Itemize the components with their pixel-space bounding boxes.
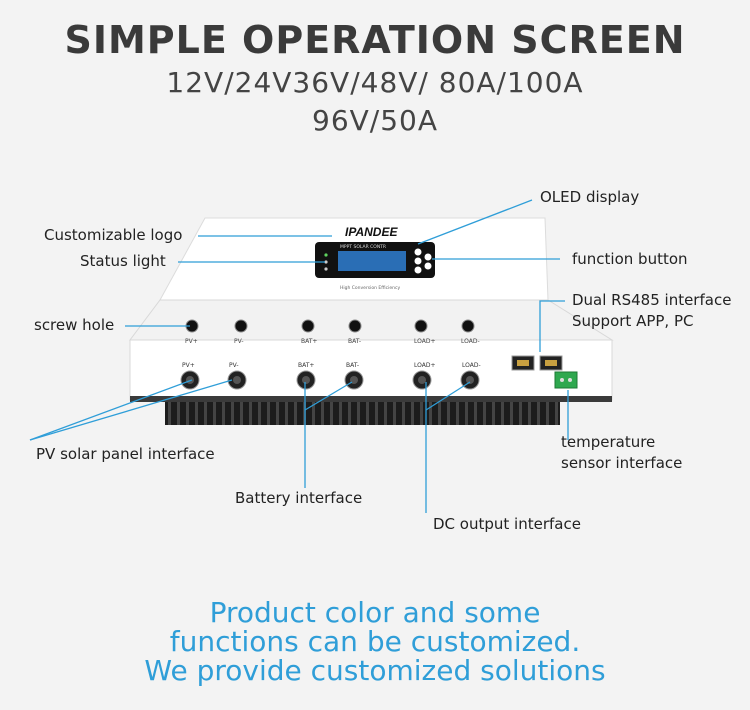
terminal-screw bbox=[302, 376, 310, 384]
heatsink-fin bbox=[501, 400, 504, 425]
heatsink-fin bbox=[204, 400, 207, 425]
heatsink-fin bbox=[393, 400, 396, 425]
function-button-label: function button bbox=[572, 250, 688, 268]
heatsink-fin bbox=[402, 400, 405, 425]
voltage-spec-line-2: 96V/50A bbox=[312, 104, 438, 137]
heatsink-fin bbox=[213, 400, 216, 425]
heatsink-fin bbox=[276, 400, 279, 425]
heatsink-fin bbox=[438, 400, 441, 425]
screen-caption-bottom: High Conversion Efficiency bbox=[340, 285, 400, 291]
oled-screen bbox=[338, 251, 406, 271]
heatsink-fin bbox=[519, 400, 522, 425]
heatsink-fin bbox=[258, 400, 261, 425]
heatsink-fin bbox=[483, 400, 486, 425]
heatsink-fin bbox=[510, 400, 513, 425]
heatsink-fin bbox=[429, 400, 432, 425]
heatsink-fin bbox=[222, 400, 225, 425]
footer-line-3: We provide customized solutions bbox=[144, 654, 606, 687]
callout-lines bbox=[29, 199, 569, 513]
screw-hole-port-label: LOAD- bbox=[461, 338, 480, 345]
battery-interface-label: Battery interface bbox=[235, 489, 363, 507]
heatsink-fin bbox=[546, 400, 549, 425]
page-title: SIMPLE OPERATION SCREEN bbox=[64, 18, 686, 62]
heatsink-fin bbox=[465, 400, 468, 425]
screw-hole-port-label: BAT+ bbox=[301, 338, 317, 345]
status-light-3 bbox=[324, 267, 328, 271]
heatsink-fin bbox=[240, 400, 243, 425]
terminal-label: PV+ bbox=[182, 362, 195, 369]
heatsink-fin bbox=[231, 400, 234, 425]
screw-hole-port-label: PV+ bbox=[185, 338, 198, 345]
heatsink-fin bbox=[537, 400, 540, 425]
heatsink-fin bbox=[168, 400, 171, 425]
function-button-5[interactable] bbox=[424, 262, 432, 270]
footer-line-1: Product color and some bbox=[209, 596, 541, 629]
status-light-1 bbox=[324, 253, 328, 257]
heatsink-fin bbox=[195, 400, 198, 425]
screw-hole bbox=[301, 319, 315, 333]
screw-hole-port-label: PV- bbox=[234, 338, 244, 345]
function-button-3[interactable] bbox=[414, 266, 422, 274]
function-button-1[interactable] bbox=[414, 248, 422, 256]
heatsink-fin bbox=[375, 400, 378, 425]
screen-caption-top: MPPT SOLAR CONTR bbox=[340, 244, 386, 250]
screw-hole bbox=[234, 319, 248, 333]
heatsink-fin bbox=[186, 400, 189, 425]
heatsink-fin bbox=[420, 400, 423, 425]
screw-hole bbox=[414, 319, 428, 333]
heatsink-fin bbox=[321, 400, 324, 425]
heatsink-fin bbox=[492, 400, 495, 425]
heatsink-fin bbox=[330, 400, 333, 425]
terminal-screw bbox=[233, 376, 241, 384]
heatsink-fin bbox=[555, 400, 558, 425]
temperature-label-line-2: sensor interface bbox=[561, 454, 683, 472]
brand-logo: IPANDEE bbox=[345, 225, 398, 239]
heatsink-fin bbox=[312, 400, 315, 425]
screw-hole bbox=[348, 319, 362, 333]
footer-line-2: functions can be customized. bbox=[169, 625, 581, 658]
terminal-label: LOAD+ bbox=[414, 362, 436, 369]
terminal-label: LOAD- bbox=[462, 362, 481, 369]
terminal-screw bbox=[466, 376, 474, 384]
oled-display-label: OLED display bbox=[540, 188, 640, 206]
terminal-label: PV- bbox=[229, 362, 239, 369]
temperature-sensor-port[interactable] bbox=[554, 371, 578, 389]
status-light-2 bbox=[324, 260, 328, 264]
terminal-label: BAT+ bbox=[298, 362, 314, 369]
voltage-spec-line-1: 12V/24V36V/48V/ 80A/100A bbox=[166, 66, 584, 99]
heatsink-fin bbox=[177, 400, 180, 425]
heatsink-fin bbox=[348, 400, 351, 425]
status-light-label: Status light bbox=[80, 252, 166, 270]
screw-hole-port-label: BAT- bbox=[348, 338, 361, 345]
terminal-label: BAT- bbox=[346, 362, 359, 369]
customizable-logo-label: Customizable logo bbox=[44, 226, 183, 244]
rs485-label-line-1: Dual RS485 interface bbox=[572, 291, 732, 309]
pv-interface-label: PV solar panel interface bbox=[36, 445, 215, 463]
heatsink-fin bbox=[249, 400, 252, 425]
screw-hole-label: screw hole bbox=[34, 316, 115, 334]
terminal-screw bbox=[418, 376, 426, 384]
terminal-screw bbox=[186, 376, 194, 384]
heatsink-fin bbox=[267, 400, 270, 425]
function-button-2[interactable] bbox=[414, 257, 422, 265]
heatsink-fin bbox=[357, 400, 360, 425]
screw-hole bbox=[461, 319, 475, 333]
heatsink-fin bbox=[474, 400, 477, 425]
rs485-label-line-2: Support APP, PC bbox=[572, 312, 694, 330]
heatsink-fin bbox=[294, 400, 297, 425]
heatsink-fin bbox=[384, 400, 387, 425]
screw-hole-port-label: LOAD+ bbox=[414, 338, 436, 345]
heatsink-fin bbox=[366, 400, 369, 425]
heatsink-fin bbox=[285, 400, 288, 425]
heatsink-fin bbox=[411, 400, 414, 425]
heatsink-fin bbox=[339, 400, 342, 425]
heatsink-fin bbox=[528, 400, 531, 425]
function-button-4[interactable] bbox=[424, 253, 432, 261]
temperature-label-line-1: temperature bbox=[561, 433, 656, 451]
dc-output-label: DC output interface bbox=[433, 515, 581, 533]
heatsink-fin bbox=[447, 400, 450, 425]
heatsink-fin bbox=[456, 400, 459, 425]
